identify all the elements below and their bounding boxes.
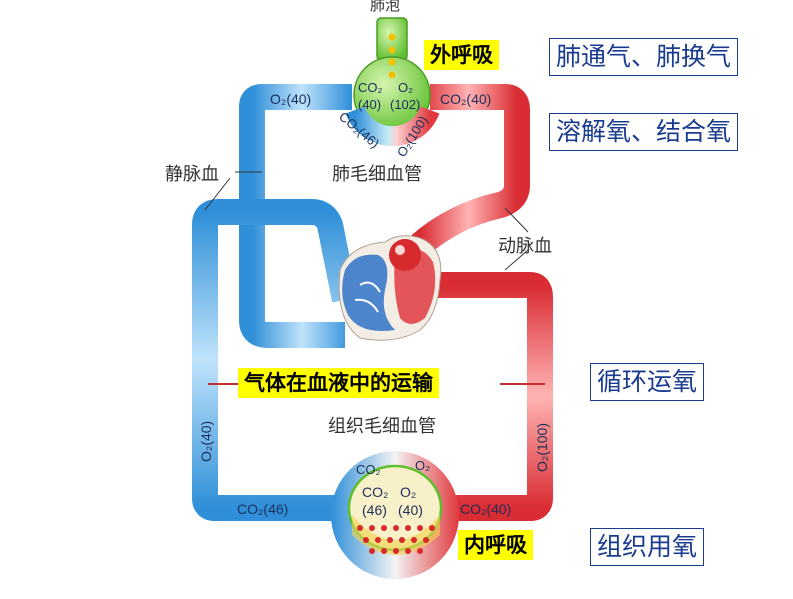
alveolus-label: 肺泡 xyxy=(370,0,401,14)
alveolus xyxy=(353,17,431,134)
tissue-dots xyxy=(357,525,435,554)
tissue-capillary-ball xyxy=(331,451,459,579)
tissue-right-o2-text: O₂(100) xyxy=(534,423,550,472)
tissue-inner-40: (40) xyxy=(398,502,423,518)
venous-blood-label: 静脉血 xyxy=(165,164,219,185)
arterial-blood-label: 动脉血 xyxy=(498,236,552,257)
gas-transport-highlight: 气体在血液中的运输 xyxy=(238,368,439,398)
lung-inner-40: (40) xyxy=(358,97,381,112)
lung-inner-o2: O₂ xyxy=(398,80,413,95)
tissue-bottom-co2-right: CO₂(40) xyxy=(460,501,511,517)
tissue-capillary-label: 组织毛细血管 xyxy=(328,416,436,437)
lung-inner-co2: CO₂ xyxy=(358,80,383,95)
systemic-vein-vessel xyxy=(192,199,358,521)
circulation-oxygen-box: 循环运氧 xyxy=(590,363,705,401)
lung-ventilation-box: 肺通气、肺换气 xyxy=(549,38,739,76)
arterial-pointer-2 xyxy=(504,249,529,271)
lung-left-o2-text: O₂(40) xyxy=(270,91,311,107)
lung-right-co2-text: CO₂(40) xyxy=(440,91,491,107)
pulmonary-capillary-label: 肺毛细血管 xyxy=(332,164,422,185)
tissue-oxygen-box: 组织用氧 xyxy=(590,528,705,566)
pulmonary-vein-vessel xyxy=(411,84,530,256)
tissue-inner-o2: O₂ xyxy=(400,484,416,500)
venous-pointer-2 xyxy=(204,177,231,211)
lung-inner-102: (102) xyxy=(390,97,420,112)
lung-capillary-ring xyxy=(345,106,440,146)
tissue-top-o2: O₂ xyxy=(415,458,430,473)
aorta-vessel xyxy=(430,272,553,521)
tissue-bottom-co2-left: CO₂(46) xyxy=(237,501,288,517)
heart xyxy=(338,235,442,341)
tissue-inner-46: (46) xyxy=(362,502,387,518)
tissue-top-co2: CO₂ xyxy=(356,462,381,477)
tissue-inner-co2: CO₂ xyxy=(362,484,388,500)
dissolved-oxygen-box: 溶解氧、结合氧 xyxy=(549,113,739,151)
tissue-left-o2-text: O₂(40) xyxy=(198,421,214,462)
external-respiration-highlight: 外呼吸 xyxy=(424,40,499,70)
arterial-pointer xyxy=(504,207,529,233)
internal-respiration-highlight: 内呼吸 xyxy=(458,530,533,560)
